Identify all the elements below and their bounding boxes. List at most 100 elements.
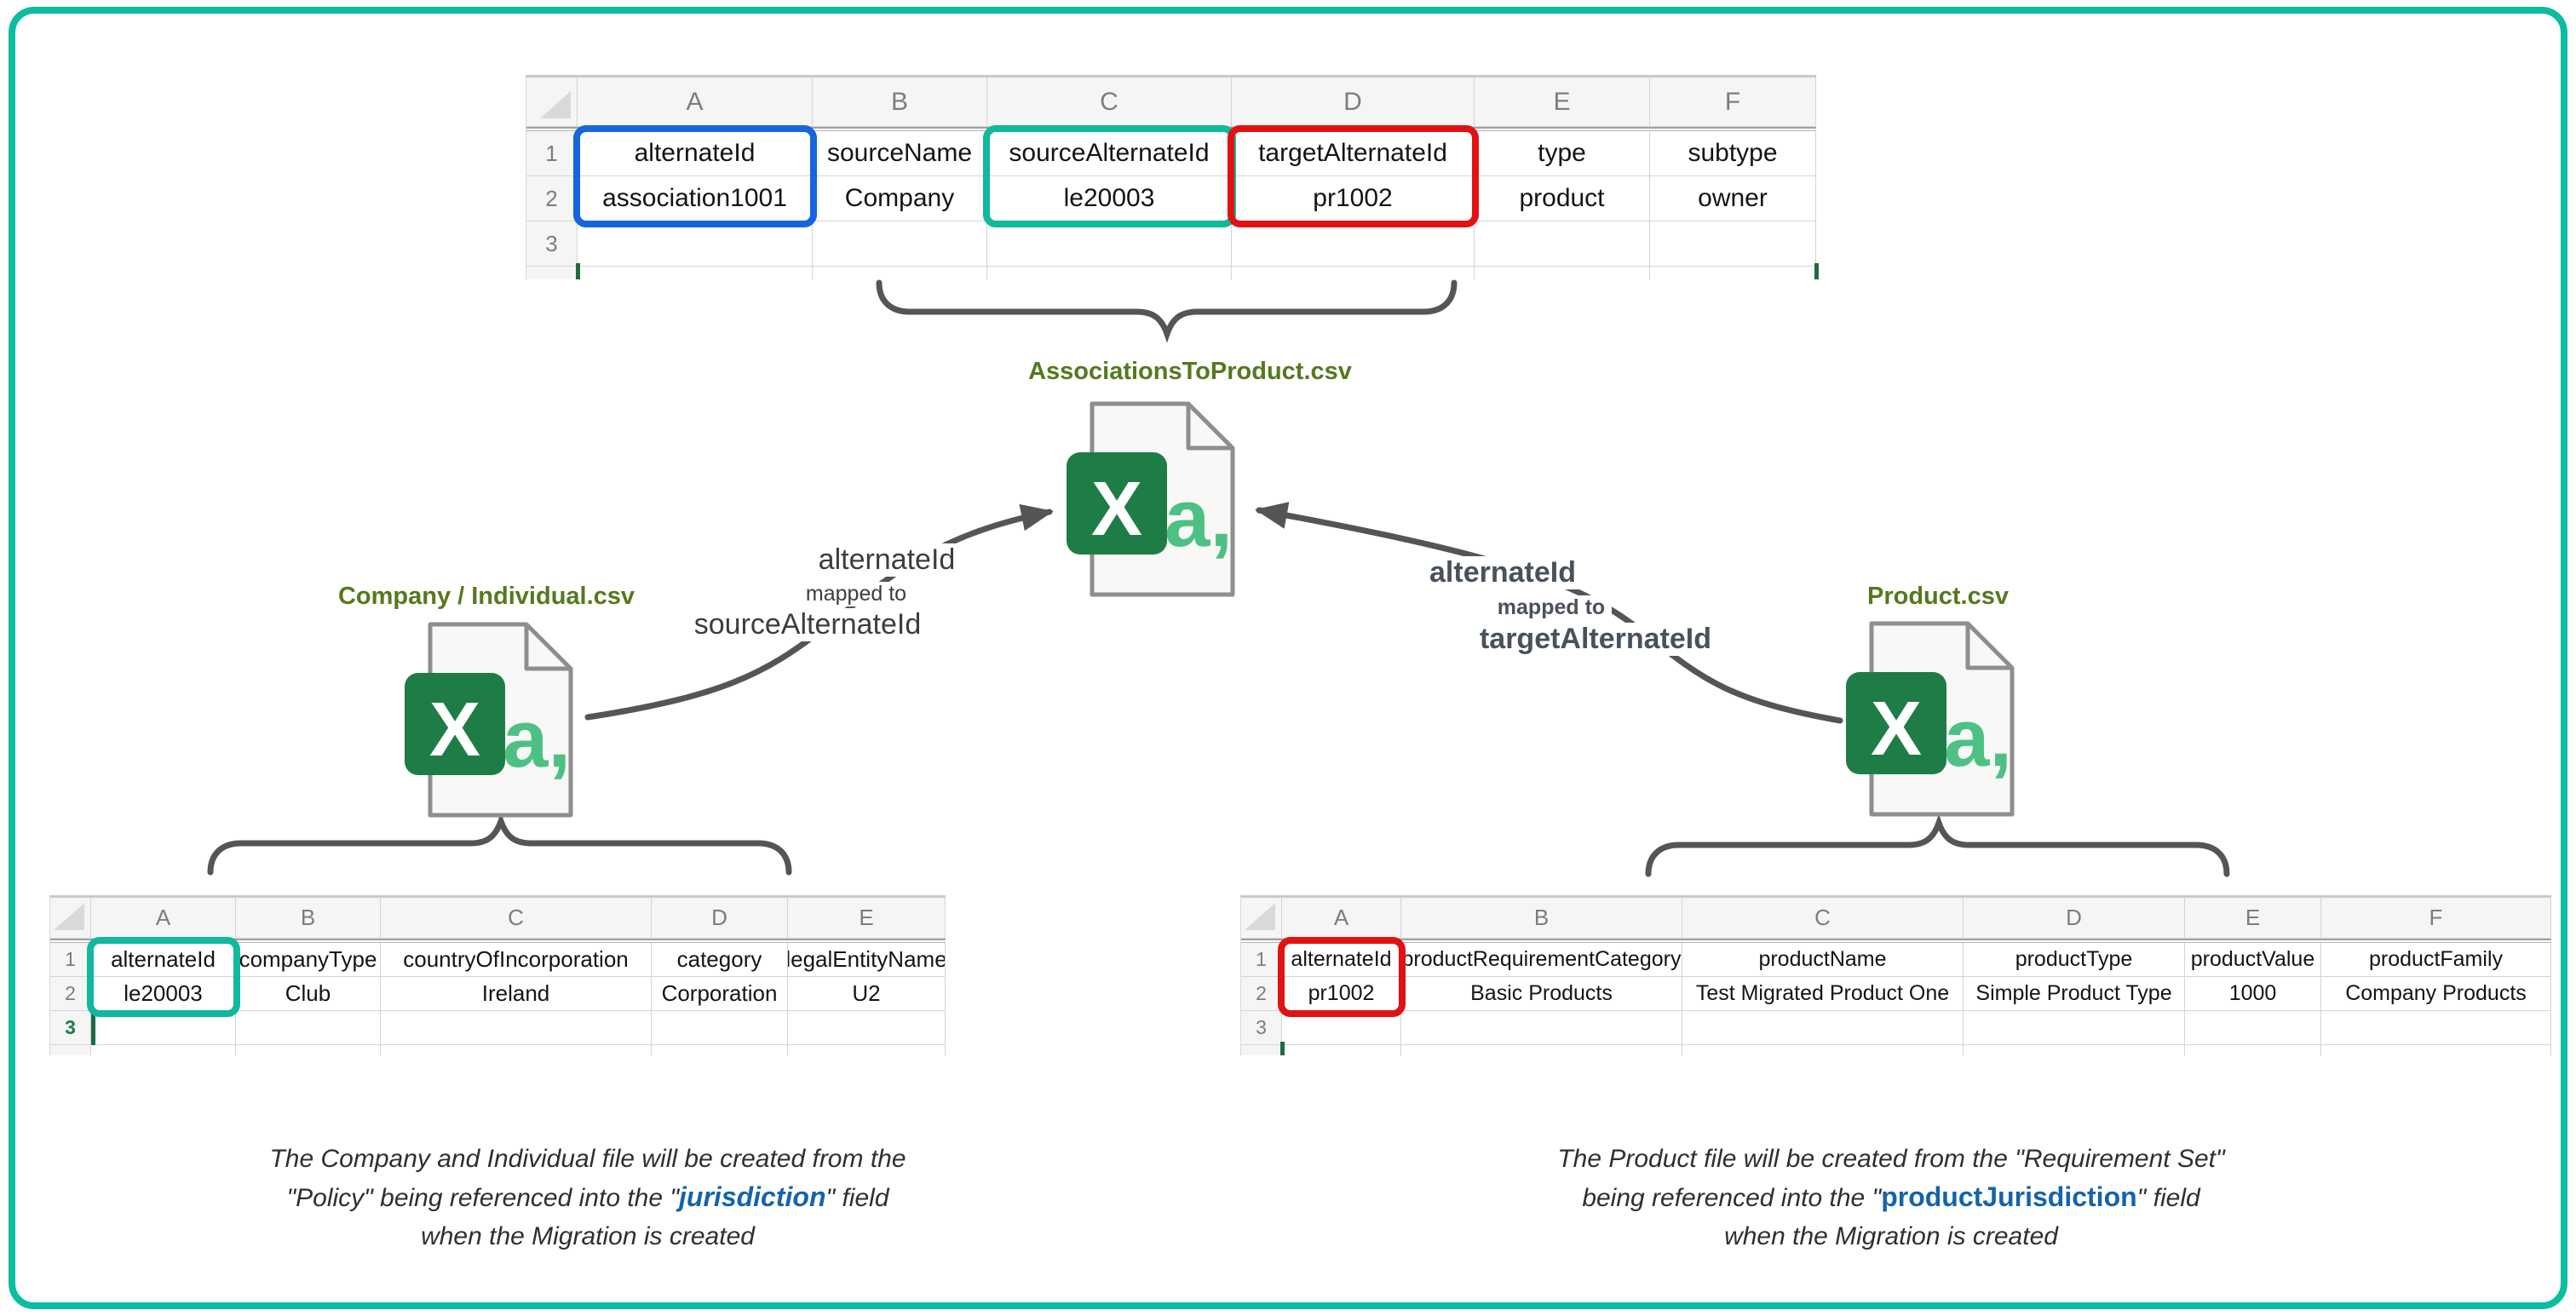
cell: sourceName [813, 131, 987, 176]
cell [1964, 1011, 2185, 1045]
note-text: when the Migration is created [1724, 1222, 2058, 1250]
cell: 1000 [2185, 977, 2321, 1011]
select-all-triangle [1245, 903, 1275, 930]
column-letter: F [2321, 898, 2551, 939]
mapping-right-field-text: alternateId [1423, 556, 1583, 589]
highlight-box-column-D [1228, 125, 1479, 227]
cell: legalEntityName [788, 943, 946, 977]
select-all-triangle [54, 903, 84, 930]
column-letter: D [1964, 898, 2185, 939]
cell [381, 1011, 652, 1045]
mapping-left-target: sourceAlternateId [680, 608, 935, 641]
cell: targetAlternateId [1232, 131, 1475, 176]
cell [652, 1045, 788, 1055]
file-label-associations: AssociationsToProduct.csv [1028, 358, 1352, 385]
cell: productRequirementCategory [1401, 943, 1682, 977]
cell [1682, 1045, 1964, 1055]
highlight-box-column-C [983, 125, 1236, 227]
cell: productType [1964, 943, 2185, 977]
cell [987, 221, 1232, 267]
cell [2185, 1045, 2321, 1055]
column-letter: C [1682, 898, 1964, 939]
column-letter: E [2185, 898, 2321, 939]
excel-file-icon-product [1844, 621, 2015, 817]
selection-tick [1814, 263, 1819, 279]
select-all-triangle [540, 91, 571, 118]
note-text: "Policy" being referenced into the " [286, 1184, 680, 1212]
row-number [526, 267, 578, 279]
mapping-left-field: alternateId [759, 543, 1015, 577]
note-line: The Company and Individual file will be … [256, 1140, 920, 1178]
mapping-left-field-text: alternateId [811, 543, 963, 577]
cell [236, 1011, 381, 1045]
column-letter: A [1282, 898, 1401, 939]
cell: productValue [2185, 943, 2321, 977]
mapping-right-connector: mapped to [1423, 595, 1679, 620]
cell-cursor [91, 1011, 95, 1045]
note-highlight-field: jurisdiction [679, 1181, 826, 1212]
file-label-product: Product.csv [1867, 583, 2009, 610]
cell [1475, 221, 1650, 267]
arrow-product-to-associations [1255, 502, 1843, 724]
row-number: 1 [526, 131, 578, 176]
cell [1650, 267, 1816, 279]
note-highlight-field: productJurisdiction [1881, 1181, 2137, 1212]
highlight-box-column-A [87, 937, 240, 1017]
selection-tick [1280, 1042, 1285, 1055]
cell: type [1475, 131, 1650, 176]
cell [91, 1045, 236, 1055]
cell [578, 267, 813, 279]
cell [788, 1011, 946, 1045]
column-letter: F [1650, 78, 1816, 127]
column-letter: C [987, 78, 1232, 127]
column-letter: B [1401, 898, 1682, 939]
header-separator [1241, 939, 2551, 943]
row-number: 3 [526, 221, 578, 267]
cell: Company Products [2321, 977, 2551, 1011]
note-line: when the Migration is created [1533, 1217, 2249, 1256]
note-text: " field [2136, 1184, 2200, 1212]
cell [2185, 1011, 2321, 1045]
cell [813, 267, 987, 279]
note-text: The Company and Individual file will be … [269, 1145, 906, 1173]
brace-over-product-table [1645, 813, 2230, 877]
mapping-right-connector-text: mapped to [1490, 595, 1613, 620]
cell: companyType [236, 943, 381, 977]
note-text: " field [825, 1184, 889, 1212]
cell: Test Migrated Product One [1682, 977, 1964, 1011]
mapping-right-target: targetAlternateId [1468, 623, 1723, 656]
cell: productName [1682, 943, 1964, 977]
row-number: 3 [1241, 1011, 1282, 1045]
row-number: 1 [50, 943, 91, 977]
column-letter: E [788, 898, 946, 939]
cell: alternateId [91, 943, 236, 977]
column-letter: B [813, 78, 987, 127]
cell: le20003 [91, 977, 236, 1011]
mapping-left-target-text: sourceAlternateId [687, 608, 929, 641]
cell [1475, 267, 1650, 279]
mapping-left-connector-text: mapped to [798, 582, 914, 606]
note-text: when the Migration is created [421, 1222, 755, 1250]
cell: category [652, 943, 788, 977]
cell [1232, 267, 1475, 279]
cell: Ireland [381, 977, 652, 1011]
cell [2321, 1011, 2551, 1045]
corner-cell [50, 898, 91, 939]
cell [1401, 1045, 1682, 1055]
cell [813, 221, 987, 267]
excel-file-icon-associations [1065, 401, 1235, 597]
row-number [50, 1045, 91, 1055]
cell [987, 267, 1232, 279]
note-line: "Policy" being referenced into the "juri… [256, 1178, 920, 1217]
note-company: The Company and Individual file will be … [256, 1140, 920, 1256]
column-letter: C [381, 898, 652, 939]
cell: productFamily [2321, 943, 2551, 977]
note-text: being referenced into the " [1582, 1184, 1882, 1212]
cell: Corporation [652, 977, 788, 1011]
highlight-box-column-A [1278, 937, 1406, 1017]
note-product: The Product file will be created from th… [1533, 1140, 2249, 1256]
column-letter: D [652, 898, 788, 939]
